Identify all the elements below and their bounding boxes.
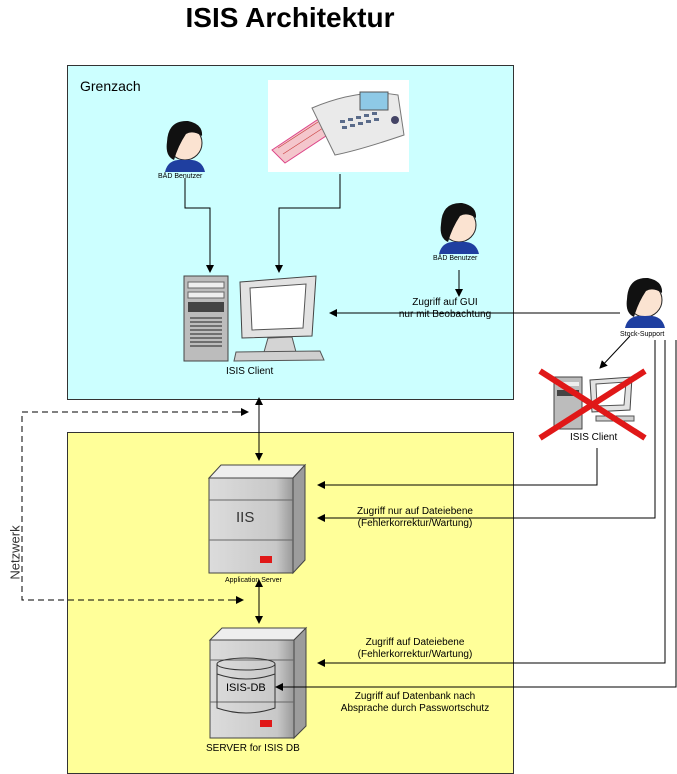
app-server-box (207, 463, 307, 575)
ecg-device-image (268, 80, 409, 172)
db-server-label: SERVER for ISIS DB (206, 743, 300, 754)
db-access-line-1: Zugriff auf Datenbank nach (354, 691, 476, 702)
db-access-line-2: Absprache durch Passwortschutz (340, 703, 490, 714)
client-label: ISIS Client (226, 366, 274, 377)
gui-access-line-1: Zugriff auf GUI (412, 297, 478, 308)
file-access-app-line-2: (Fehlerkorrektur/Wartung) (357, 518, 473, 529)
file-access-db-line-2: (Fehlerkorrektur/Wartung) (357, 649, 473, 660)
iis-label: IIS (236, 509, 255, 526)
file-access-db-note: Zugriff auf Dateiebene (Fehlerkorrektur/… (345, 637, 485, 661)
remote-client-label: ISIS Client (570, 432, 618, 443)
network-label: Netzwerk (7, 525, 23, 580)
diagram-title: ISIS Architektur (185, 2, 395, 33)
db-server-box (208, 626, 308, 740)
file-access-app-line-1: Zugriff nur auf Dateiebene (356, 506, 473, 517)
user-label-2: BÄD Benutzer (433, 255, 478, 262)
remote-client-cross (538, 368, 647, 441)
file-access-app-note: Zugriff nur auf Dateiebene (Fehlerkorrek… (340, 506, 490, 530)
user-icon-1 (165, 120, 205, 172)
gui-access-line-2: nur mit Beobachtung (398, 309, 492, 320)
network-links (21, 408, 249, 604)
gui-access-note: Zugriff auf GUI nur mit Beobachtung (380, 297, 510, 321)
file-access-db-line-1: Zugriff auf Dateiebene (365, 637, 465, 648)
support-label: Stock-Support (620, 331, 665, 338)
support-user-icon (625, 277, 665, 328)
app-server-label: Application Server (225, 577, 282, 584)
db-access-note: Zugriff auf Datenbank nach Absprache dur… (330, 691, 500, 715)
db-label: ISIS-DB (226, 682, 266, 694)
user-label-1: BÄD Benutzer (158, 173, 203, 180)
user-icon-2 (439, 202, 479, 254)
isis-client-computer (183, 275, 325, 362)
database-cylinder-icon (216, 657, 276, 714)
site-region-label: Grenzach (80, 78, 141, 94)
